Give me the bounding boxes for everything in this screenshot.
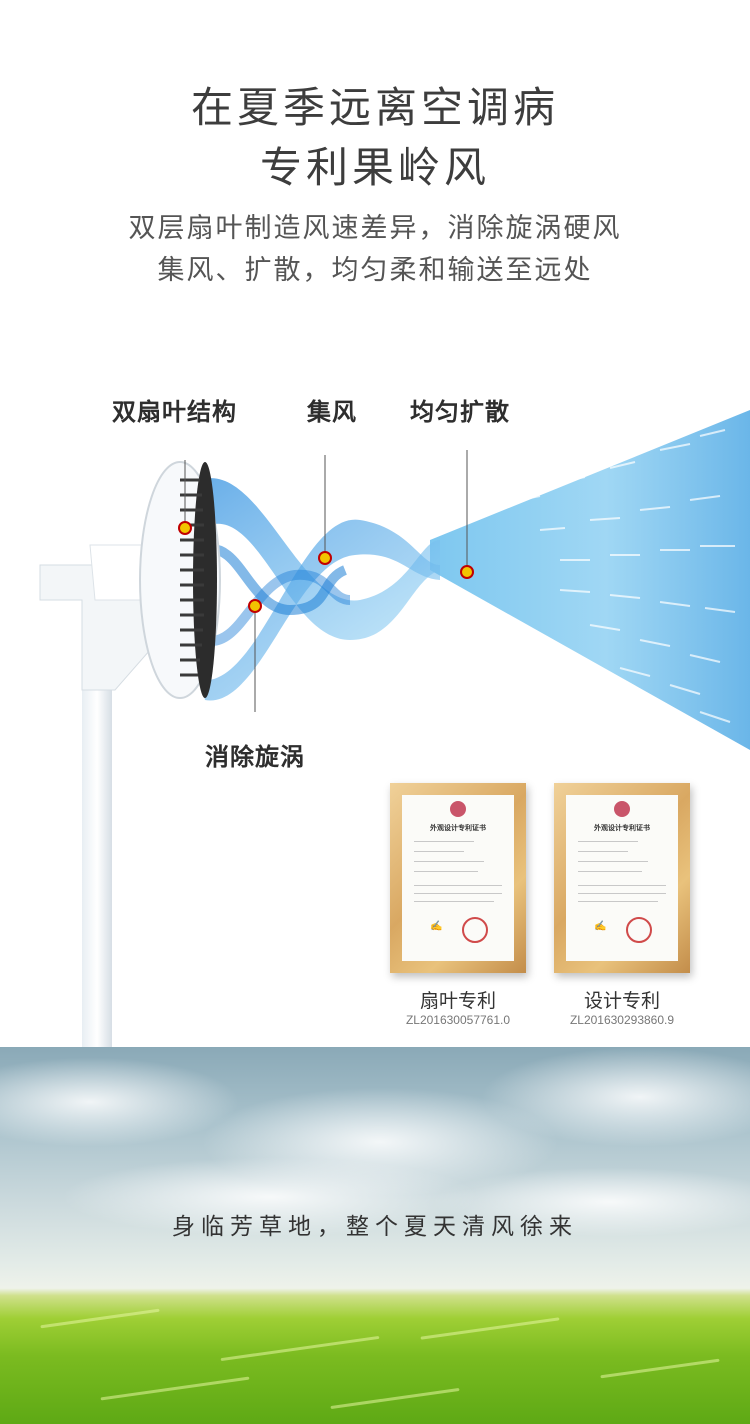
marker-spread — [460, 565, 474, 579]
callout-focus-wind: 集风 — [307, 398, 357, 426]
callout-even-spread: 均匀扩散 — [410, 398, 510, 426]
fan-pole — [82, 640, 112, 1050]
meadow-sky-photo — [0, 1047, 750, 1424]
fan-grille — [180, 478, 204, 677]
marker-focus — [318, 551, 332, 565]
swirl-ribbon-lower — [200, 519, 440, 701]
diffusion-beam — [430, 410, 750, 750]
fan-airflow-graphic — [39, 410, 750, 1050]
subtitle-line-2: 集风、扩散，均匀柔和输送至远处 — [157, 255, 593, 286]
certificate-label-blade: 扇叶专利 — [419, 990, 496, 1012]
slogan: 身临芳草地，整个夏天清风徐来 — [172, 1214, 578, 1240]
headline-line-1: 在夏季远离空调病 — [190, 83, 559, 132]
patent-office-logo-icon — [450, 801, 466, 817]
marker-vortex — [248, 599, 262, 613]
certificate-title: 外观设计专利证书 — [430, 824, 486, 832]
callout-eliminate-vortex: 消除旋涡 — [205, 743, 305, 771]
certificate-design-patent: 外观设计专利证书 ✍ — [554, 783, 690, 973]
official-seal-icon — [626, 917, 652, 943]
callout-double-blade: 双扇叶结构 — [112, 398, 237, 426]
certificate-code-design: ZL201630293860.9 — [569, 1013, 675, 1027]
signature: ✍ — [430, 921, 443, 932]
certificate-label-design: 设计专利 — [583, 990, 660, 1012]
official-seal-icon — [462, 917, 488, 943]
patent-office-logo-icon — [614, 801, 630, 817]
certificate-blade-patent: 外观设计专利证书 ✍ — [390, 783, 526, 973]
callout-markers — [178, 521, 474, 613]
certificate-code-blade: ZL201630057761.0 — [405, 1013, 511, 1027]
fan-rim — [193, 462, 217, 698]
certificate-paper: 外观设计专利证书 ✍ — [566, 795, 678, 961]
headline-line-2: 专利果岭风 — [259, 143, 490, 192]
certificate-paper: 外观设计专利证书 ✍ — [402, 795, 514, 961]
swirl-ribbon-upper — [200, 478, 440, 640]
subtitle-line-1: 双层扇叶制造风速差异，消除旋涡硬风 — [128, 213, 622, 244]
marker-double-blade — [178, 521, 192, 535]
signature: ✍ — [594, 921, 607, 932]
fan-airflow-illustration — [0, 350, 750, 1050]
certificate-title: 外观设计专利证书 — [594, 824, 650, 832]
beam-streaks — [519, 429, 736, 723]
